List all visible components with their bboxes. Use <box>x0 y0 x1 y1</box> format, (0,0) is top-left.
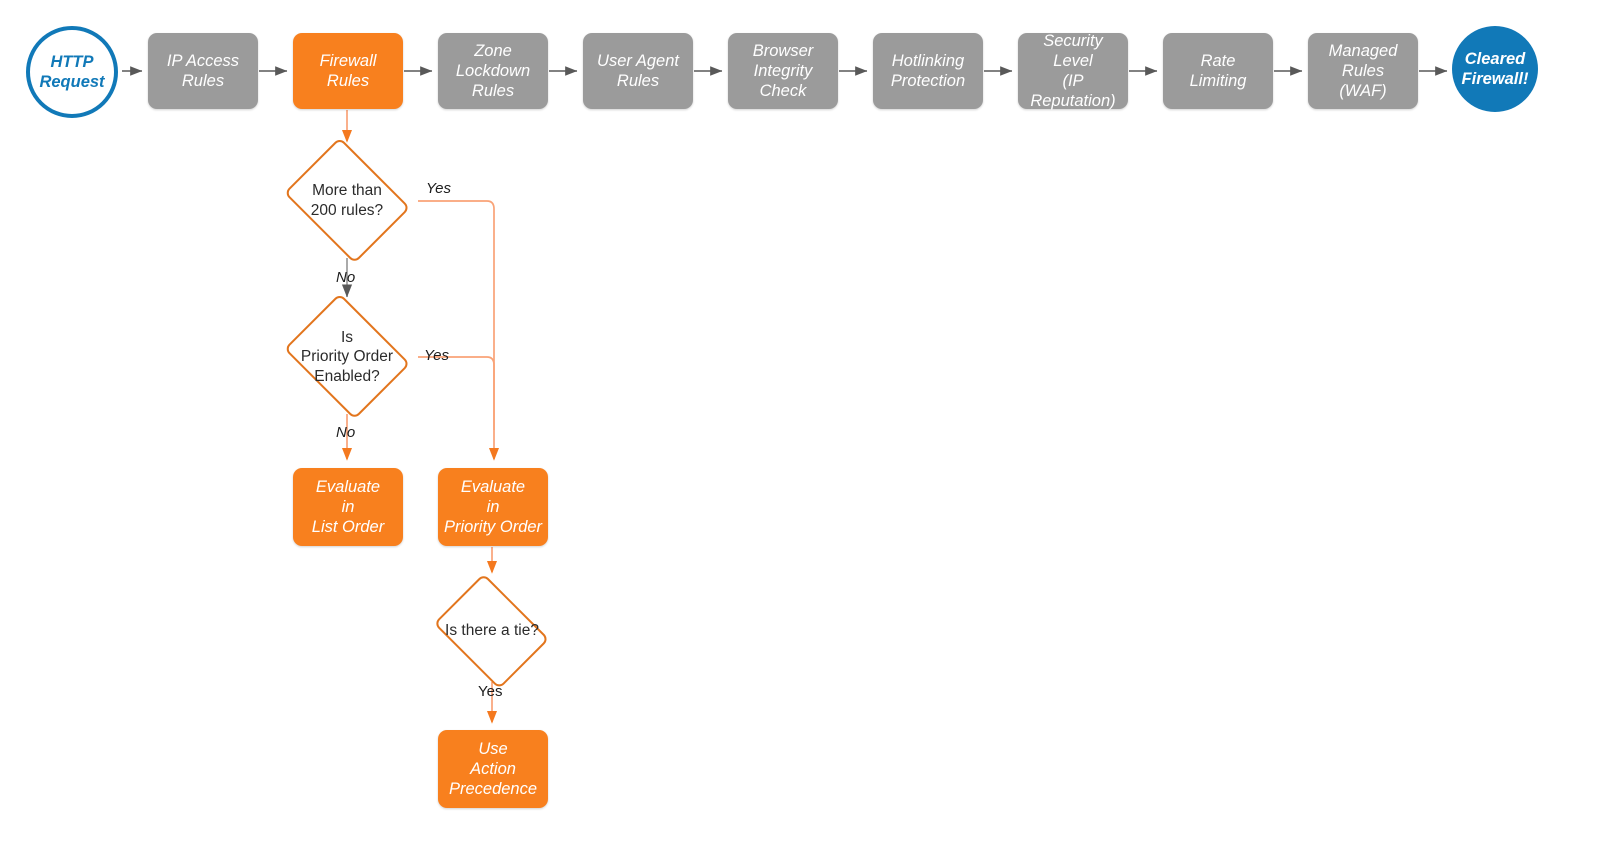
node-label: Use Action Precedence <box>448 739 538 799</box>
node-label: HTTP Request <box>39 52 105 91</box>
node-hotlinking-protection[interactable]: Hotlinking Protection <box>873 33 983 109</box>
decision-label: More than 200 rules? <box>310 182 384 219</box>
node-label: Browser Integrity Check <box>752 41 814 101</box>
edge-label-no-priority: No <box>336 424 356 441</box>
node-security-level[interactable]: Security Level (IP Reputation) <box>1018 31 1128 111</box>
node-rate-limiting[interactable]: Rate Limiting <box>1163 33 1273 109</box>
decision-label: Is there a tie? <box>445 622 539 640</box>
node-evaluate-in-list-order[interactable]: Evaluate in List Order <box>293 468 403 546</box>
node-label: Cleared Firewall! <box>1461 49 1529 88</box>
node-user-agent-rules[interactable]: User Agent Rules <box>583 33 693 109</box>
edge-label-yes-priority: Yes <box>424 347 450 364</box>
decision-more-than-200-rules[interactable]: More than 200 rules? <box>276 137 418 265</box>
edge-label-yes-tie: Yes <box>478 683 503 700</box>
node-use-action-precedence[interactable]: Use Action Precedence <box>438 730 548 808</box>
node-evaluate-in-priority-order[interactable]: Evaluate in Priority Order <box>438 468 548 546</box>
node-managed-rules-waf[interactable]: Managed Rules (WAF) <box>1308 33 1418 109</box>
node-label: Zone Lockdown Rules <box>455 41 531 101</box>
decision-label: Is Priority Order Enabled? <box>300 328 394 385</box>
node-zone-lockdown-rules[interactable]: Zone Lockdown Rules <box>438 33 548 109</box>
node-label: Evaluate in List Order <box>311 477 385 537</box>
wire-d2-yes <box>418 356 495 430</box>
node-http-request[interactable]: HTTP Request <box>26 26 118 118</box>
node-label: Firewall Rules <box>319 51 377 90</box>
node-label: IP Access Rules <box>166 51 240 90</box>
node-firewall-rules[interactable]: Firewall Rules <box>293 33 403 109</box>
decision-is-there-a-tie[interactable]: Is there a tie? <box>426 573 558 690</box>
node-label: Hotlinking Protection <box>890 51 966 90</box>
decision-is-priority-order-enabled[interactable]: Is Priority Order Enabled? <box>276 293 418 421</box>
node-ip-access-rules[interactable]: IP Access Rules <box>148 33 258 109</box>
node-cleared-firewall[interactable]: Cleared Firewall! <box>1452 26 1538 112</box>
node-label: Managed Rules (WAF) <box>1328 41 1398 101</box>
edge-label-yes-200-rules: Yes <box>426 180 452 197</box>
node-label: Rate Limiting <box>1189 51 1247 90</box>
wire-d1-yes <box>418 200 500 461</box>
node-label: Security Level (IP Reputation) <box>1030 31 1116 111</box>
node-label: Evaluate in Priority Order <box>443 477 543 537</box>
edge-label-no-200-rules: No <box>336 269 356 286</box>
node-label: User Agent Rules <box>597 51 679 90</box>
node-browser-integrity-check[interactable]: Browser Integrity Check <box>728 33 838 109</box>
